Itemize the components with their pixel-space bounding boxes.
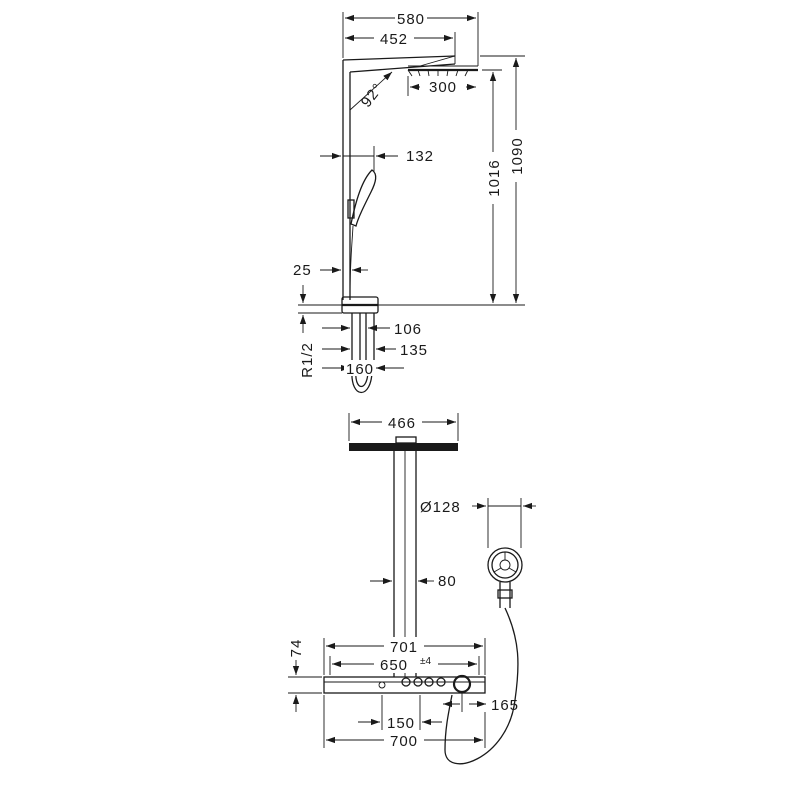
side-view: 580 452 92° 300 132 <box>293 9 526 394</box>
overhead-shower-side <box>407 55 478 77</box>
dim-25: 25 <box>293 262 368 282</box>
dim-650-label: 650 <box>380 657 408 674</box>
hand-shower-side <box>347 169 377 297</box>
dim-thread-label: R1/2 <box>299 342 316 378</box>
dim-701-label: 701 <box>390 639 418 656</box>
dim-80-label: 80 <box>438 573 457 590</box>
dim-165-label: 165 <box>491 697 519 714</box>
overhead-shower-front <box>349 436 458 451</box>
dim-25-label: 25 <box>293 262 312 279</box>
dim-1090-label: 1090 <box>509 137 526 174</box>
dim-300: 300 <box>407 76 476 96</box>
dim-165: 165 <box>443 693 519 714</box>
dim-580-label: 580 <box>397 11 425 28</box>
dim-160-label: 160 <box>346 361 374 378</box>
thermostat-shelf-front <box>323 674 486 694</box>
dim-74: 74 <box>288 639 322 712</box>
dim-1016: 1016 <box>482 69 503 303</box>
dim-701: 701 <box>323 637 486 675</box>
dim-128-label: Ø128 <box>420 499 461 516</box>
dim-106-label: 106 <box>394 321 422 338</box>
hand-shower-front <box>444 547 523 765</box>
dim-466: 466 <box>348 413 459 441</box>
dim-135-label: 135 <box>400 342 428 359</box>
dim-128: Ø128 <box>420 498 536 548</box>
dim-452-label: 452 <box>380 31 408 48</box>
dim-132-label: 132 <box>406 148 434 165</box>
dim-300-label: 300 <box>429 79 457 96</box>
dim-135: 135 <box>322 342 428 359</box>
dim-580: 580 <box>342 9 479 66</box>
dim-1090: 1090 <box>378 55 526 306</box>
dim-angle: 92° <box>349 71 393 111</box>
dim-150-label: 150 <box>387 715 415 732</box>
thermostat-side <box>341 296 379 394</box>
dim-106: 106 <box>322 321 422 338</box>
dim-thread: R1/2 <box>298 285 342 378</box>
dim-700: 700 <box>323 695 486 750</box>
dim-650: 650 ±4 <box>329 655 480 675</box>
dim-452: 452 <box>345 29 456 56</box>
front-view: 466 Ø128 80 74 701 <box>288 413 536 765</box>
dim-74-label: 74 <box>288 639 305 658</box>
dim-150: 150 <box>358 695 442 732</box>
dim-80: 80 <box>370 573 457 590</box>
dim-650-tolerance: ±4 <box>420 656 431 667</box>
dim-angle-label: 92° <box>358 80 387 111</box>
dim-700-label: 700 <box>390 733 418 750</box>
dim-132: 132 <box>320 146 434 172</box>
dim-1016-label: 1016 <box>486 159 503 196</box>
dim-160: 160 <box>322 360 404 378</box>
dim-466-label: 466 <box>388 415 416 432</box>
